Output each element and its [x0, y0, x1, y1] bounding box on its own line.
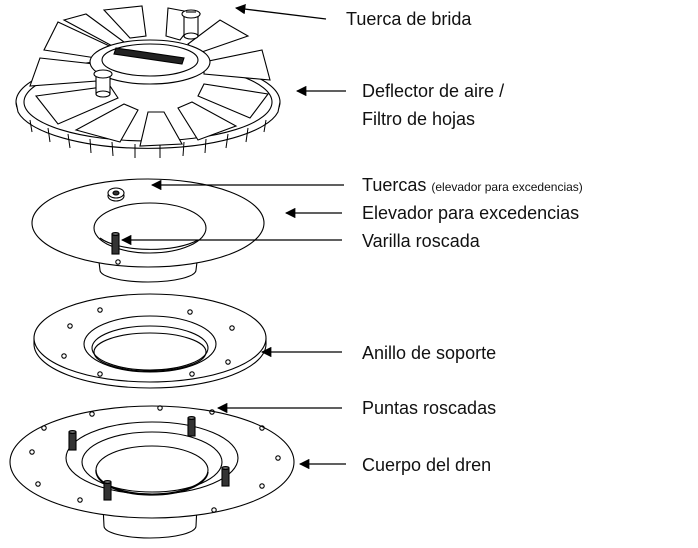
threaded-rod	[111, 231, 120, 255]
label-flange-nut: Tuerca de brida	[346, 9, 472, 29]
flange-nut-top	[181, 9, 201, 40]
label-threaded-studs: Puntas roscadas	[362, 398, 497, 418]
label-nuts-group: Tuercas (elevador para excedencias)	[362, 174, 583, 198]
label-threaded-rod: Varilla roscada	[362, 231, 480, 251]
callout-arrows	[120, 3, 346, 470]
support-ring-holes	[61, 307, 235, 377]
label-overflow-riser: Elevador para excedencias	[362, 203, 580, 223]
overflow-riser	[31, 178, 265, 283]
label-air-deflector-line2: Filtro de hojas	[362, 109, 476, 129]
label-drain-body: Cuerpo del dren	[362, 455, 492, 475]
support-ring	[33, 293, 267, 389]
flange-nut-left	[93, 69, 113, 98]
label-nuts: Tuercas	[362, 175, 427, 195]
label-support-ring: Anillo de soporte	[362, 343, 497, 363]
label-nuts-note: (elevador para excedencias)	[431, 180, 583, 194]
drain-body-holes	[29, 405, 281, 513]
air-deflector-leaf-filter	[15, 5, 281, 158]
riser-nut	[107, 187, 125, 202]
threaded-studs	[68, 415, 230, 501]
drain-body	[9, 405, 295, 539]
arrow-flange-nut	[234, 3, 327, 20]
label-air-deflector-line1: Deflector de aire /	[362, 81, 505, 101]
deflector-ribs-lower	[29, 119, 267, 158]
hub-plate	[113, 47, 185, 65]
